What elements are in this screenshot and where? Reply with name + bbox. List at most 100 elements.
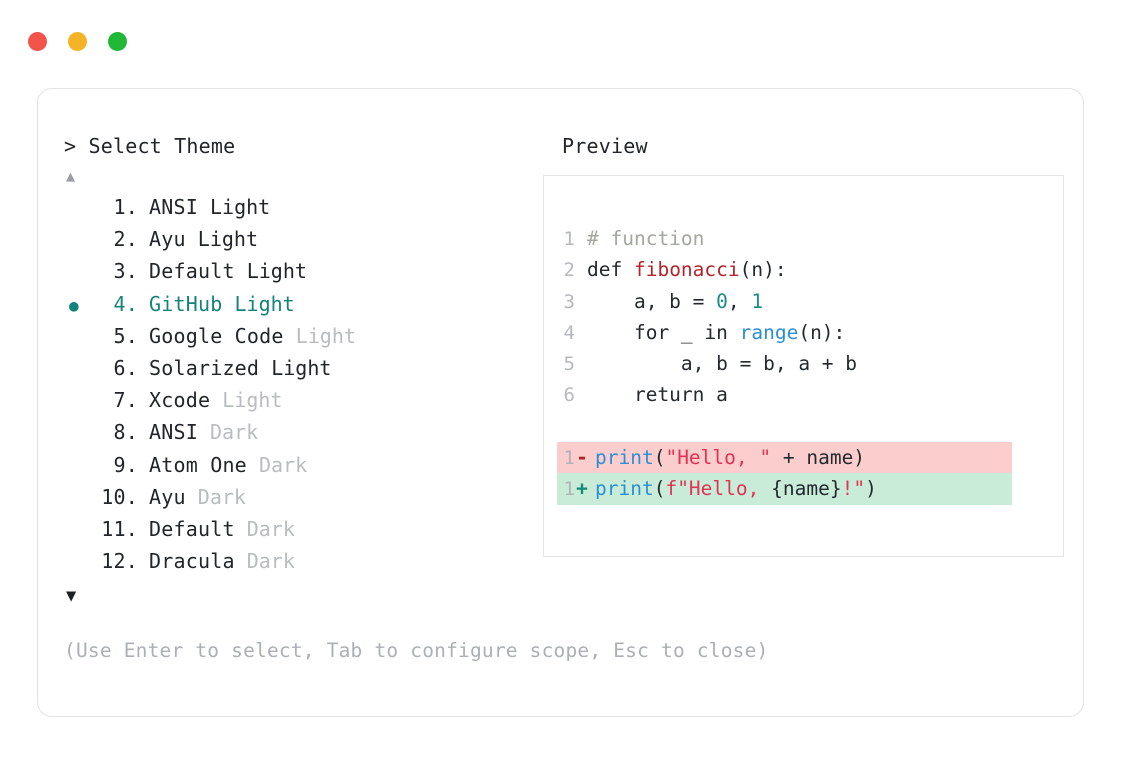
theme-item-name: Dracula: [149, 549, 235, 574]
theme-list-item[interactable]: 1.ANSI Light: [64, 195, 534, 227]
theme-list-item[interactable]: 2.Ayu Light: [64, 227, 534, 259]
maximize-button-icon[interactable]: [108, 32, 127, 51]
diff-marker: +: [576, 477, 588, 501]
code-token: def: [587, 258, 634, 282]
code-source: return a: [575, 379, 728, 410]
theme-item-variant: Light: [234, 259, 307, 284]
theme-item-name: Google Code: [149, 323, 284, 348]
theme-item-variant: Dark: [246, 452, 308, 477]
theme-item-name: GitHub: [149, 291, 223, 316]
code-source: a, b = 0, 1: [575, 286, 763, 317]
code-blank-line: [557, 411, 1063, 442]
code-token: ,: [727, 289, 752, 313]
theme-item-name: Default: [149, 516, 235, 541]
theme-list-item[interactable]: ● 4. GitHub Light: [64, 292, 534, 324]
code-line: 3 a, b = 0, 1: [557, 286, 1063, 317]
theme-item-number: 5.: [113, 323, 138, 348]
line-number: 4: [563, 321, 575, 344]
theme-item-number: 12.: [101, 549, 138, 574]
close-button-icon[interactable]: [28, 32, 47, 51]
theme-item-number: 6.: [113, 355, 138, 380]
scroll-up-icon[interactable]: ▲: [66, 167, 76, 185]
minimize-button-icon[interactable]: [68, 32, 87, 51]
code-token: fibonacci: [633, 258, 740, 282]
theme-item-number: 1.: [113, 195, 138, 219]
code-line: 6 return a: [557, 379, 1063, 410]
code-token: "Hello, ": [665, 446, 772, 470]
theme-item-number: 10.: [101, 484, 138, 509]
line-number: 5: [563, 353, 575, 376]
theme-item-name: Atom One: [149, 452, 247, 477]
theme-list-item[interactable]: 8. ANSI Dark: [64, 420, 534, 452]
code-token: print: [595, 477, 654, 501]
theme-item-name: Default: [149, 259, 235, 284]
code-source: print(f"Hello, {name}!"): [589, 473, 877, 504]
preview-label: Preview: [562, 134, 648, 158]
diff-marker: -: [576, 446, 588, 470]
code-source: print("Hello, " + name): [589, 442, 865, 473]
code-token: (: [653, 477, 666, 501]
code-token: + name): [771, 446, 866, 470]
code-token: # function: [587, 227, 705, 250]
diff-line-del: 1-print("Hello, " + name): [557, 442, 1012, 474]
theme-item-variant: Light: [185, 227, 258, 252]
code-token: (: [653, 446, 666, 470]
theme-item-variant: Dark: [197, 420, 259, 445]
code-token: a, b = b, a + b: [587, 352, 858, 376]
theme-item-variant: Light: [210, 388, 283, 413]
theme-item-number: 9.: [113, 452, 138, 477]
diff-line-add: 1+print(f"Hello, {name}!"): [557, 473, 1012, 505]
code-source: for _ in range(n):: [575, 317, 845, 348]
code-token: range: [739, 320, 799, 344]
theme-list-item[interactable]: 7. Xcode Light: [64, 388, 534, 420]
code-line: 4 for _ in range(n):: [557, 317, 1063, 348]
line-number: 2: [563, 259, 575, 282]
theme-item-name: Xcode: [149, 388, 211, 413]
theme-item-number: 8.: [113, 420, 138, 445]
theme-item-number: 4.: [113, 291, 138, 316]
line-number: 3: [563, 290, 575, 313]
theme-item-name: Solarized: [149, 355, 260, 380]
scroll-down-icon[interactable]: ▼: [66, 586, 77, 607]
theme-item-variant: Dark: [185, 484, 246, 509]
code-token: !": [841, 477, 866, 501]
theme-list-item[interactable]: 11.Default Dark: [64, 517, 534, 549]
code-token: print: [595, 446, 654, 470]
theme-list-item[interactable]: 12. Dracula Dark: [64, 549, 534, 581]
code-token: a, b =: [587, 289, 717, 313]
code-token: {name}: [771, 477, 842, 501]
theme-item-name: ANSI: [149, 195, 198, 219]
window-traffic-lights: [28, 32, 127, 51]
theme-item-number: 2.: [113, 227, 138, 252]
code-source: def fibonacci(n):: [575, 254, 787, 285]
code-token: (n):: [739, 258, 787, 282]
theme-item-name: Ayu: [149, 484, 186, 509]
selected-bullet-icon: ●: [69, 295, 79, 315]
theme-item-variant: Light: [222, 291, 295, 316]
theme-list-item[interactable]: 5. Google Code Light: [64, 324, 534, 356]
theme-list-item[interactable]: 10. Ayu Dark: [64, 485, 534, 517]
theme-item-number: 11.: [101, 516, 138, 541]
theme-item-name: ANSI: [149, 420, 198, 445]
theme-list-item[interactable]: 9. Atom One Dark: [64, 453, 534, 485]
code-line: 5 a, b = b, a + b: [557, 348, 1063, 379]
code-line: 1 # function: [557, 223, 1063, 254]
theme-item-number: 3.: [113, 259, 138, 284]
line-number: 1: [563, 447, 575, 470]
line-number: 1: [563, 228, 575, 250]
code-token: 0: [716, 289, 728, 313]
code-token: 1: [751, 289, 764, 313]
theme-item-number: 7.: [113, 388, 138, 413]
code-token: ): [865, 477, 877, 501]
theme-list-item[interactable]: 3. Default Light: [64, 259, 534, 291]
theme-item-variant: Light: [283, 323, 356, 348]
theme-item-variant: Dark: [234, 549, 295, 574]
theme-list-item[interactable]: 6.Solarized Light: [64, 356, 534, 388]
page-title: > Select Theme: [64, 134, 236, 158]
